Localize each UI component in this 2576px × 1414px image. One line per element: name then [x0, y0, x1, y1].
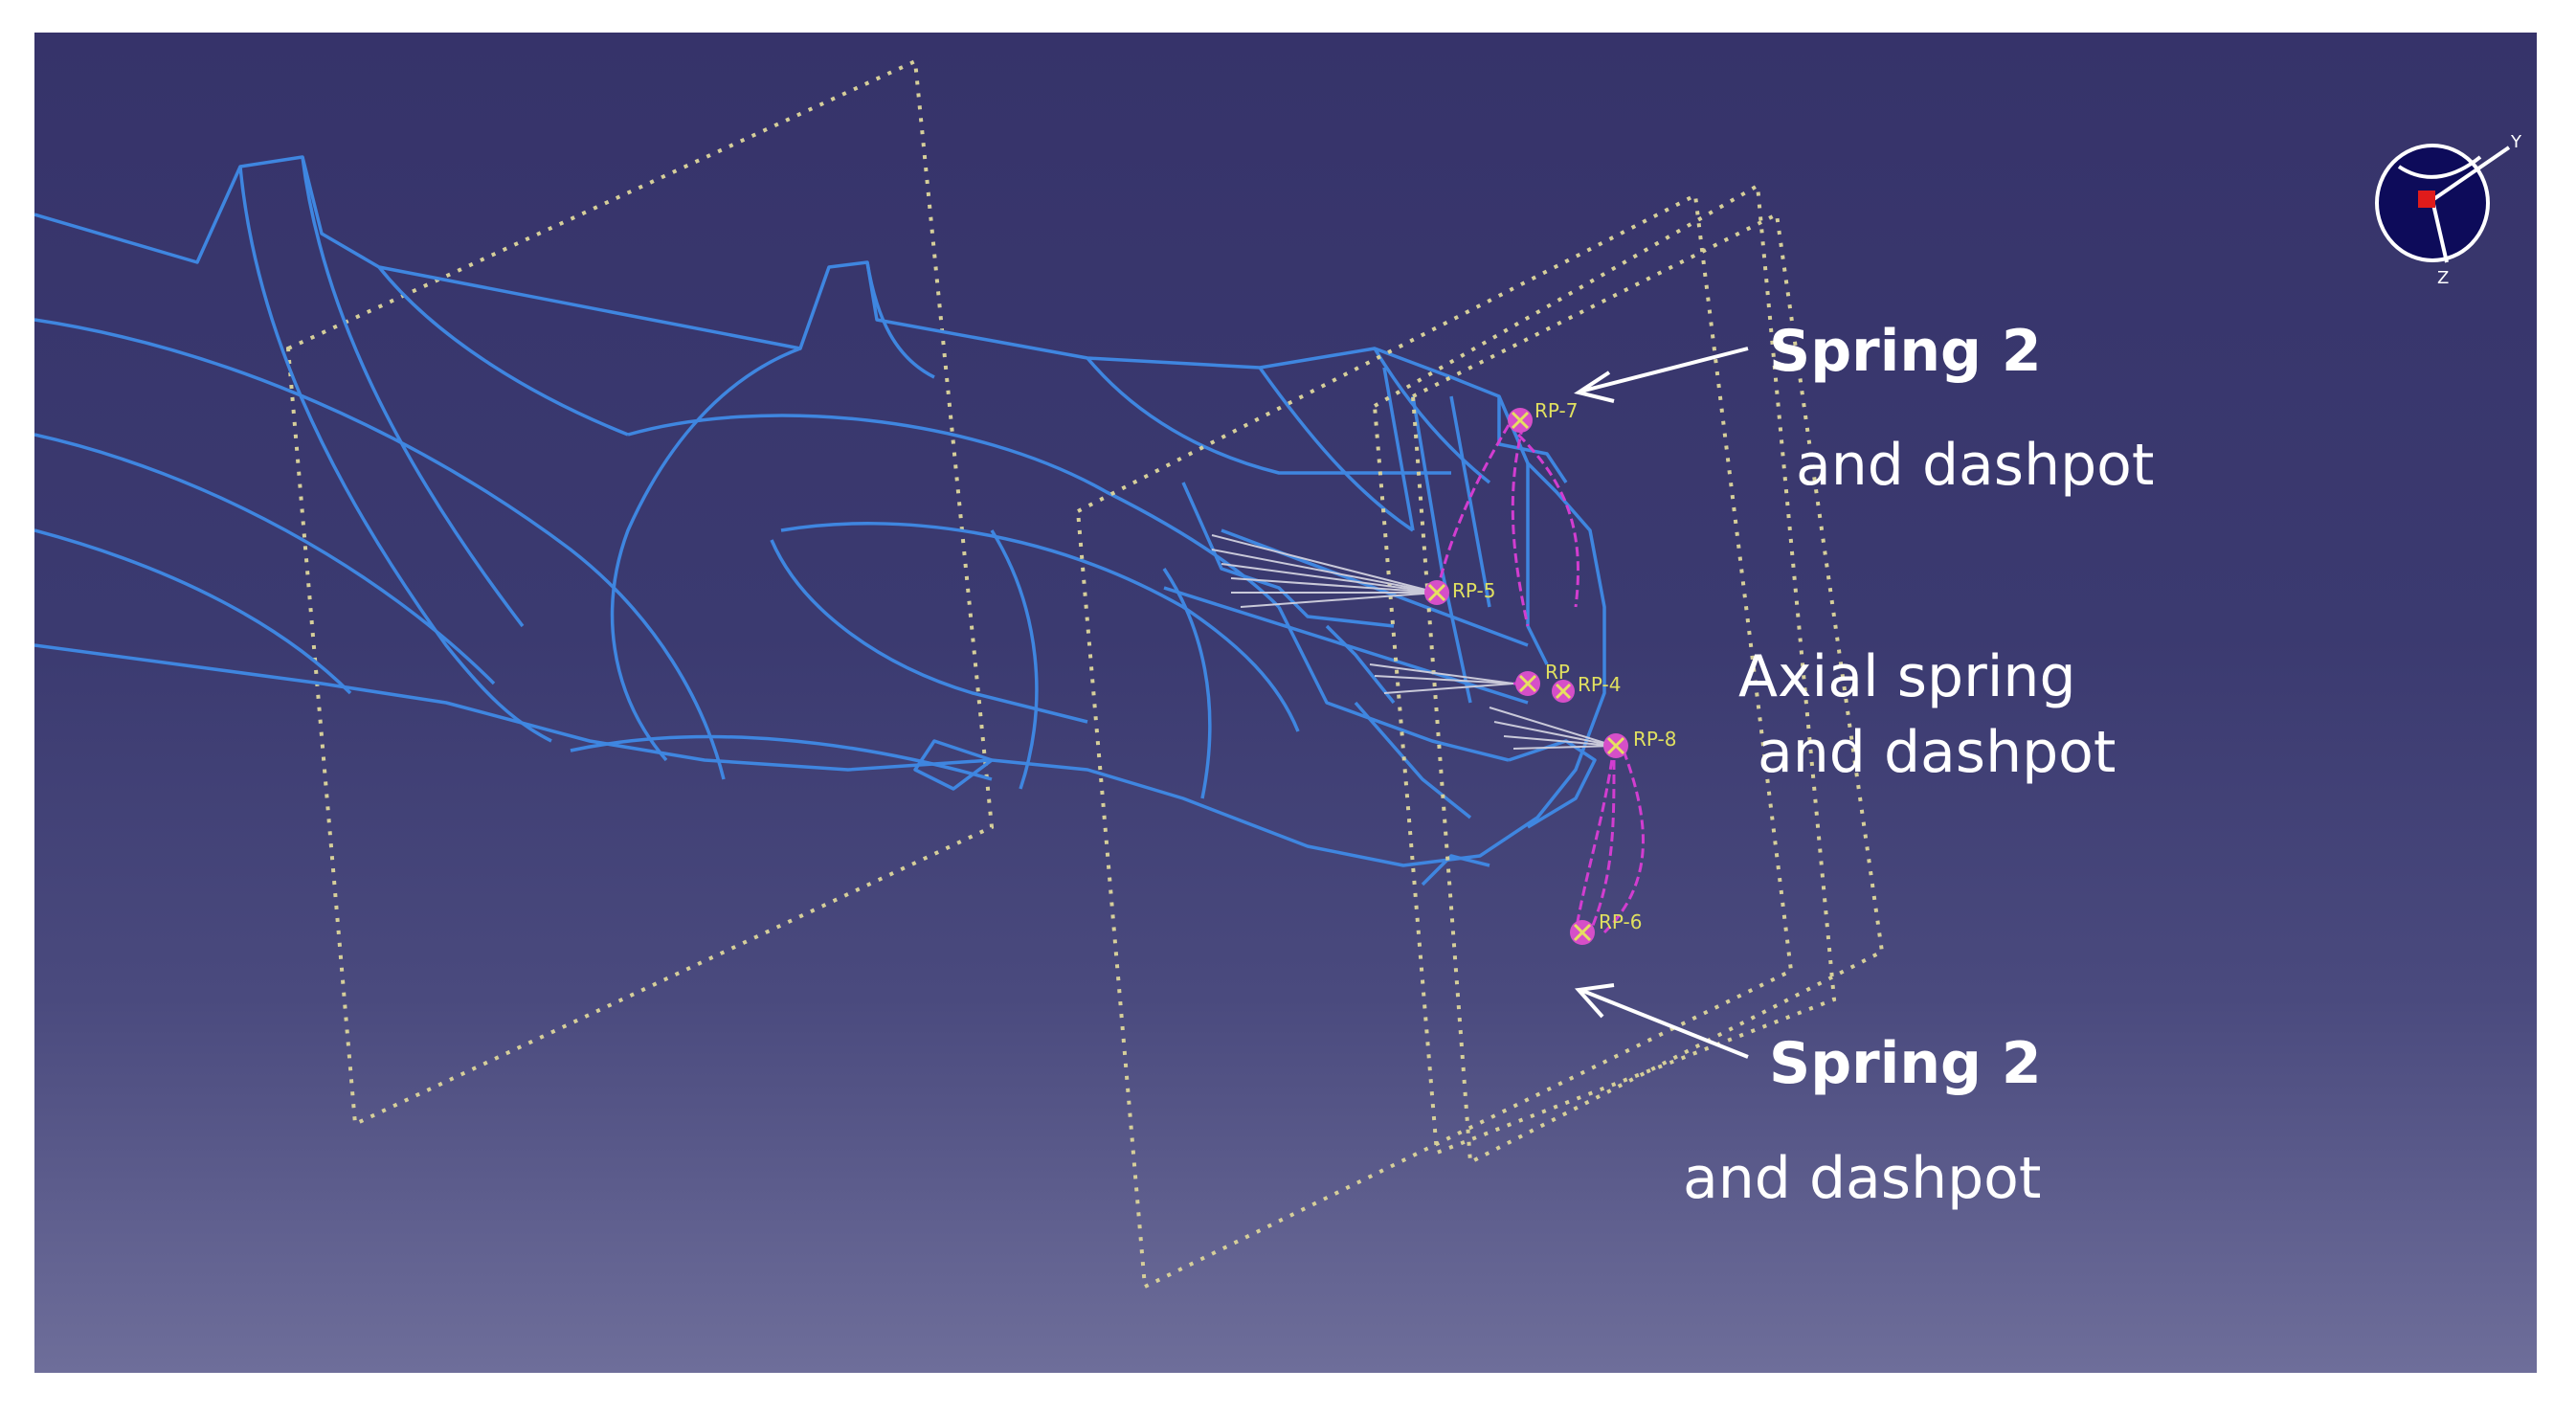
- annotation-spring-top-subtitle: and dashpot: [1796, 432, 2155, 499]
- rp-label-center: RP: [1545, 661, 1570, 684]
- spring-bundle-upper: [1211, 534, 1615, 750]
- rp-marker-6[interactable]: RP-6: [1570, 910, 1642, 945]
- annotation-spring-bottom-title: Spring 2: [1769, 1030, 2042, 1097]
- dotted-plane-middle: [1075, 191, 1794, 1291]
- rp-label-4: RP-4: [1578, 673, 1621, 696]
- annotation-axial-subtitle: and dashpot: [1758, 719, 2117, 786]
- dotted-plane-left: [285, 58, 995, 1128]
- leader-arrow-bottom: [1574, 983, 1749, 1059]
- rp-label-5: RP-5: [1452, 579, 1495, 602]
- rp-marker-center[interactable]: RP: [1515, 661, 1570, 696]
- rp-label-7: RP-7: [1534, 399, 1578, 422]
- rp-marker-5[interactable]: RP-5: [1424, 579, 1495, 605]
- rp-marker-4[interactable]: RP-4: [1552, 673, 1621, 703]
- rp-marker-7[interactable]: RP-7: [1508, 399, 1578, 433]
- annotation-spring-bottom-subtitle: and dashpot: [1683, 1145, 2042, 1212]
- rp-label-8: RP-8: [1633, 728, 1676, 751]
- triad-axis-y-label: Y: [2510, 132, 2522, 152]
- triad-axis-z-label: Z: [2437, 268, 2449, 288]
- model-viewport[interactable]: RP-7 RP-5 RP RP-4 RP-8: [34, 33, 2537, 1373]
- view-orientation-triad-icon[interactable]: Y Z: [2375, 132, 2522, 288]
- model-scene: RP-7 RP-5 RP RP-4 RP-8: [34, 58, 2522, 1291]
- rp-label-6: RP-6: [1599, 910, 1642, 933]
- annotation-axial-title: Axial spring: [1738, 643, 2076, 710]
- dotted-plane-right: [1372, 182, 1885, 1166]
- leader-arrow-top: [1574, 347, 1749, 403]
- wireframe-model: [34, 155, 1606, 887]
- rp-marker-8[interactable]: RP-8: [1603, 728, 1676, 758]
- annotation-spring-top-title: Spring 2: [1769, 318, 2042, 385]
